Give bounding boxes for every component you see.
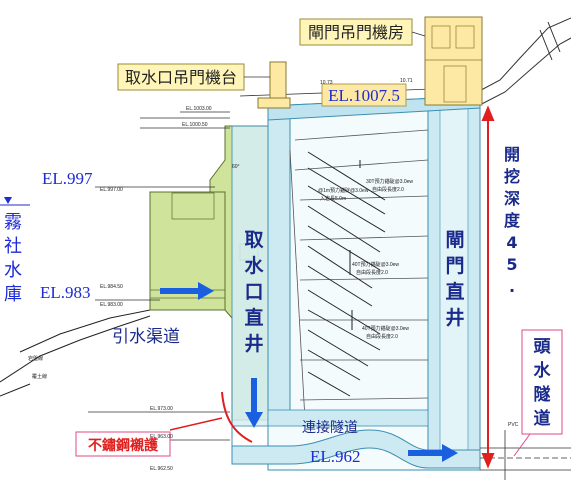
svg-text:社: 社 <box>4 236 22 257</box>
el-962-label: EL.962 <box>310 447 361 466</box>
slope-angle: 60° <box>232 164 240 170</box>
svg-text:取: 取 <box>244 229 263 251</box>
dim-1071: 10.71 <box>400 78 413 84</box>
gate-house-label-box: 閘門吊門機房 <box>299 18 413 46</box>
gate-shaft-label: 閘 門 直 井 <box>445 229 464 329</box>
small-annotations: EL.1003.00 EL.1000.50 EL.997.00 EL.984.5… <box>28 78 519 472</box>
pvc-label: PVC <box>508 422 519 428</box>
el-1007-label: EL.1007.5 <box>328 86 400 105</box>
svg-text:頭: 頭 <box>534 337 552 357</box>
intake-gate-tower <box>257 61 291 109</box>
reservoir-label: 霧 社 水 庫 <box>4 212 22 305</box>
excavation-depth-dimension <box>481 105 495 469</box>
svg-text:霧: 霧 <box>4 212 22 233</box>
svg-text:挖: 挖 <box>504 167 520 186</box>
intake-shaft-label: 取 水 口 直 井 <box>244 229 264 355</box>
reservoir-bed-lines <box>0 309 151 397</box>
rock-line-label: 岩盤線 <box>28 355 43 362</box>
svg-text:5: 5 <box>506 255 517 274</box>
flow-arrows <box>160 282 458 462</box>
stainless-liner-curve <box>221 391 253 443</box>
intake-platform-label: 取水口吊門機台 <box>125 68 237 87</box>
anchor-c2: 自由段長度2.0 <box>366 333 398 340</box>
el-983-label: EL.983 <box>40 283 91 302</box>
intake-platform-label-box: 取水口吊門機台 <box>117 63 245 91</box>
svg-text:庫: 庫 <box>4 284 22 305</box>
el-997-label: EL.997 <box>42 169 93 188</box>
svg-text:隧: 隧 <box>534 384 551 405</box>
stainless-liner-label: 不鏽鋼襯護 <box>88 437 159 454</box>
anchor-top2: 入岩長5.0m <box>320 195 346 202</box>
svg-text:直: 直 <box>445 280 464 303</box>
anchor-c: 40T預力錨碇@3.0ew <box>362 325 409 332</box>
el-962-small: EL.962.50 <box>150 466 173 472</box>
rock-anchors <box>307 151 386 397</box>
svg-text:開: 開 <box>504 145 520 164</box>
excavation-depth-label: 開 挖 深 度 4 5 . <box>504 145 521 296</box>
el-983-small: EL.983.00 <box>100 302 123 308</box>
stainless-liner-label-box: 不鏽鋼襯護 <box>75 431 171 457</box>
svg-text:口: 口 <box>244 281 263 303</box>
svg-text:門: 門 <box>445 255 464 277</box>
anchor-a: 30T預力錨碇@3.0ew <box>366 178 413 185</box>
excavation-hatch <box>289 129 429 421</box>
svg-text:度: 度 <box>504 211 521 230</box>
svg-text:4: 4 <box>506 233 517 252</box>
gate-house-label: 閘門吊門機房 <box>308 23 404 42</box>
svg-text:水: 水 <box>534 360 552 381</box>
el-997-small: EL.997.00 <box>100 187 123 193</box>
svg-text:閘: 閘 <box>445 229 464 251</box>
svg-text:水: 水 <box>244 255 264 277</box>
intake-shaft-body <box>231 125 269 427</box>
headrace-tunnel-label-box: 頭 水 隧 道 <box>521 329 563 435</box>
gate-house-building <box>424 16 483 106</box>
svg-text:直: 直 <box>244 306 263 329</box>
svg-text:道: 道 <box>534 408 551 429</box>
svg-text:井: 井 <box>445 307 464 329</box>
anchor-top: @1m預力錨碇@3.0ew <box>318 187 369 194</box>
water-level-marker <box>4 197 12 204</box>
headrace-tunnel-lines <box>480 430 571 480</box>
ground-profile <box>469 17 571 111</box>
dim-1073: 10.73 <box>320 80 333 86</box>
anchor-a2: 自由段長度2.0 <box>372 186 404 193</box>
el-963-small: EL.963.00 <box>150 434 173 440</box>
el-1007-box: EL.1007.5 <box>321 83 407 107</box>
gate-shaft-structure <box>267 95 481 471</box>
el-973-small: EL.973.00 <box>150 406 173 412</box>
connecting-tunnel-label: 連接隧道 <box>302 419 358 436</box>
svg-text:井: 井 <box>244 333 263 355</box>
svg-text:水: 水 <box>4 260 22 281</box>
anchor-b2: 自由段長度2.0 <box>356 269 388 276</box>
intake-channel-label: 引水渠道 <box>112 327 180 347</box>
anchor-b: 40T預力錨碇@3.0ew <box>352 261 399 268</box>
el-1003-small: EL.1003.00 <box>186 106 212 112</box>
svg-text:深: 深 <box>504 189 520 208</box>
svg-text:.: . <box>509 277 515 296</box>
el-984-small: EL.984.50 <box>100 284 123 290</box>
soil-line-label: 覆土線 <box>32 373 47 380</box>
el-1000-small: EL.1000.50 <box>182 122 208 128</box>
